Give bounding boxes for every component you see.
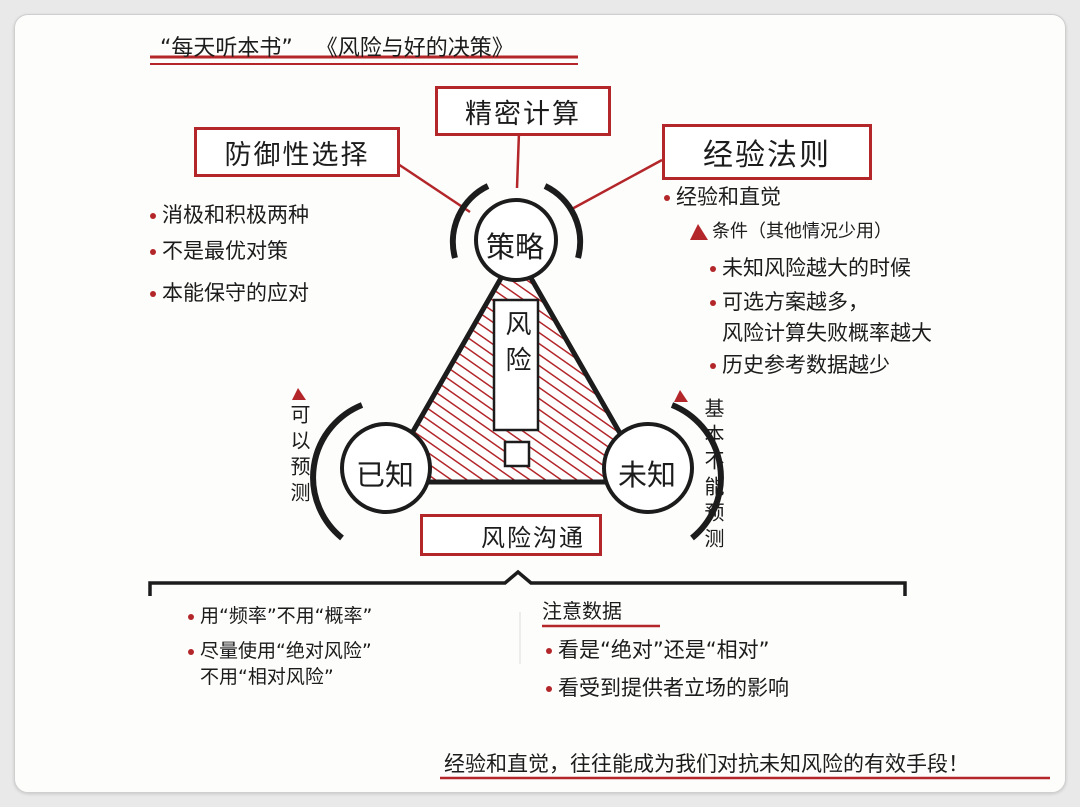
- connector-right: [569, 158, 663, 212]
- left-point-2: 不是最优对策: [150, 238, 288, 264]
- unknown-circle: [602, 422, 694, 514]
- defensive-choice-box: 防御性选择: [194, 127, 400, 177]
- strategy-arc-right: [543, 183, 584, 259]
- note-heading: 注意数据: [542, 599, 622, 623]
- known-label: 已知: [356, 458, 415, 492]
- strategy-label: 策略: [486, 230, 545, 264]
- warning-marker-condition: [690, 224, 708, 240]
- predictable-label: 可以预测: [287, 404, 311, 508]
- right-item-1: 未知风险越大的时候: [710, 255, 911, 281]
- strategy-circle: [474, 198, 558, 282]
- title-program: “每天听本书”: [160, 36, 293, 61]
- known-circle: [340, 422, 432, 514]
- known-arc: [310, 402, 364, 541]
- bottom-left-2: 尽量使用“绝对风险”: [188, 638, 372, 664]
- risk-label: 风险: [501, 310, 531, 382]
- unpredictable-label: 基本不能预测: [701, 398, 725, 554]
- exclamation-dot: [503, 440, 531, 468]
- connector-left: [394, 160, 471, 214]
- left-point-3: 本能保守的应对: [150, 280, 309, 306]
- rule-of-thumb-box: 经验法则: [662, 124, 872, 180]
- warning-marker-right: [674, 390, 688, 402]
- right-item-3: 风险计算失败概率越大: [722, 321, 932, 345]
- note-item-2: 看受到提供者立场的影响: [546, 675, 789, 701]
- right-item-4: 历史参考数据越少: [710, 352, 890, 378]
- right-item-2: 可选方案越多，: [710, 289, 869, 315]
- warning-marker-left: [292, 388, 306, 400]
- strategy-arc-left: [449, 183, 490, 259]
- connector-top: [515, 131, 521, 189]
- title: “每天听本书” 《风险与好的决策》: [160, 30, 514, 62]
- bottom-brace: [148, 569, 907, 596]
- right-condition: 条件（其他情况少用）: [712, 221, 892, 242]
- unknown-label: 未知: [618, 458, 677, 492]
- exclamation-bar: [492, 298, 540, 432]
- bottom-left-3: 不用“相对风险”: [200, 666, 334, 688]
- left-point-1: 消极和积极两种: [150, 202, 309, 228]
- unknown-arc: [670, 402, 724, 541]
- precise-calculation-box: 精密计算: [435, 86, 611, 136]
- note-item-1: 看是“绝对”还是“相对”: [546, 637, 770, 663]
- bottom-left-1: 用“频率”不用“概率”: [188, 603, 372, 629]
- risk-communication-box: 风险沟通: [420, 514, 602, 556]
- footer-conclusion: 经验和直觉，往往能成为我们对抗未知风险的有效手段！: [444, 752, 969, 776]
- title-book: 《风险与好的决策》: [315, 36, 514, 61]
- right-heading: 经验和直觉: [664, 184, 781, 210]
